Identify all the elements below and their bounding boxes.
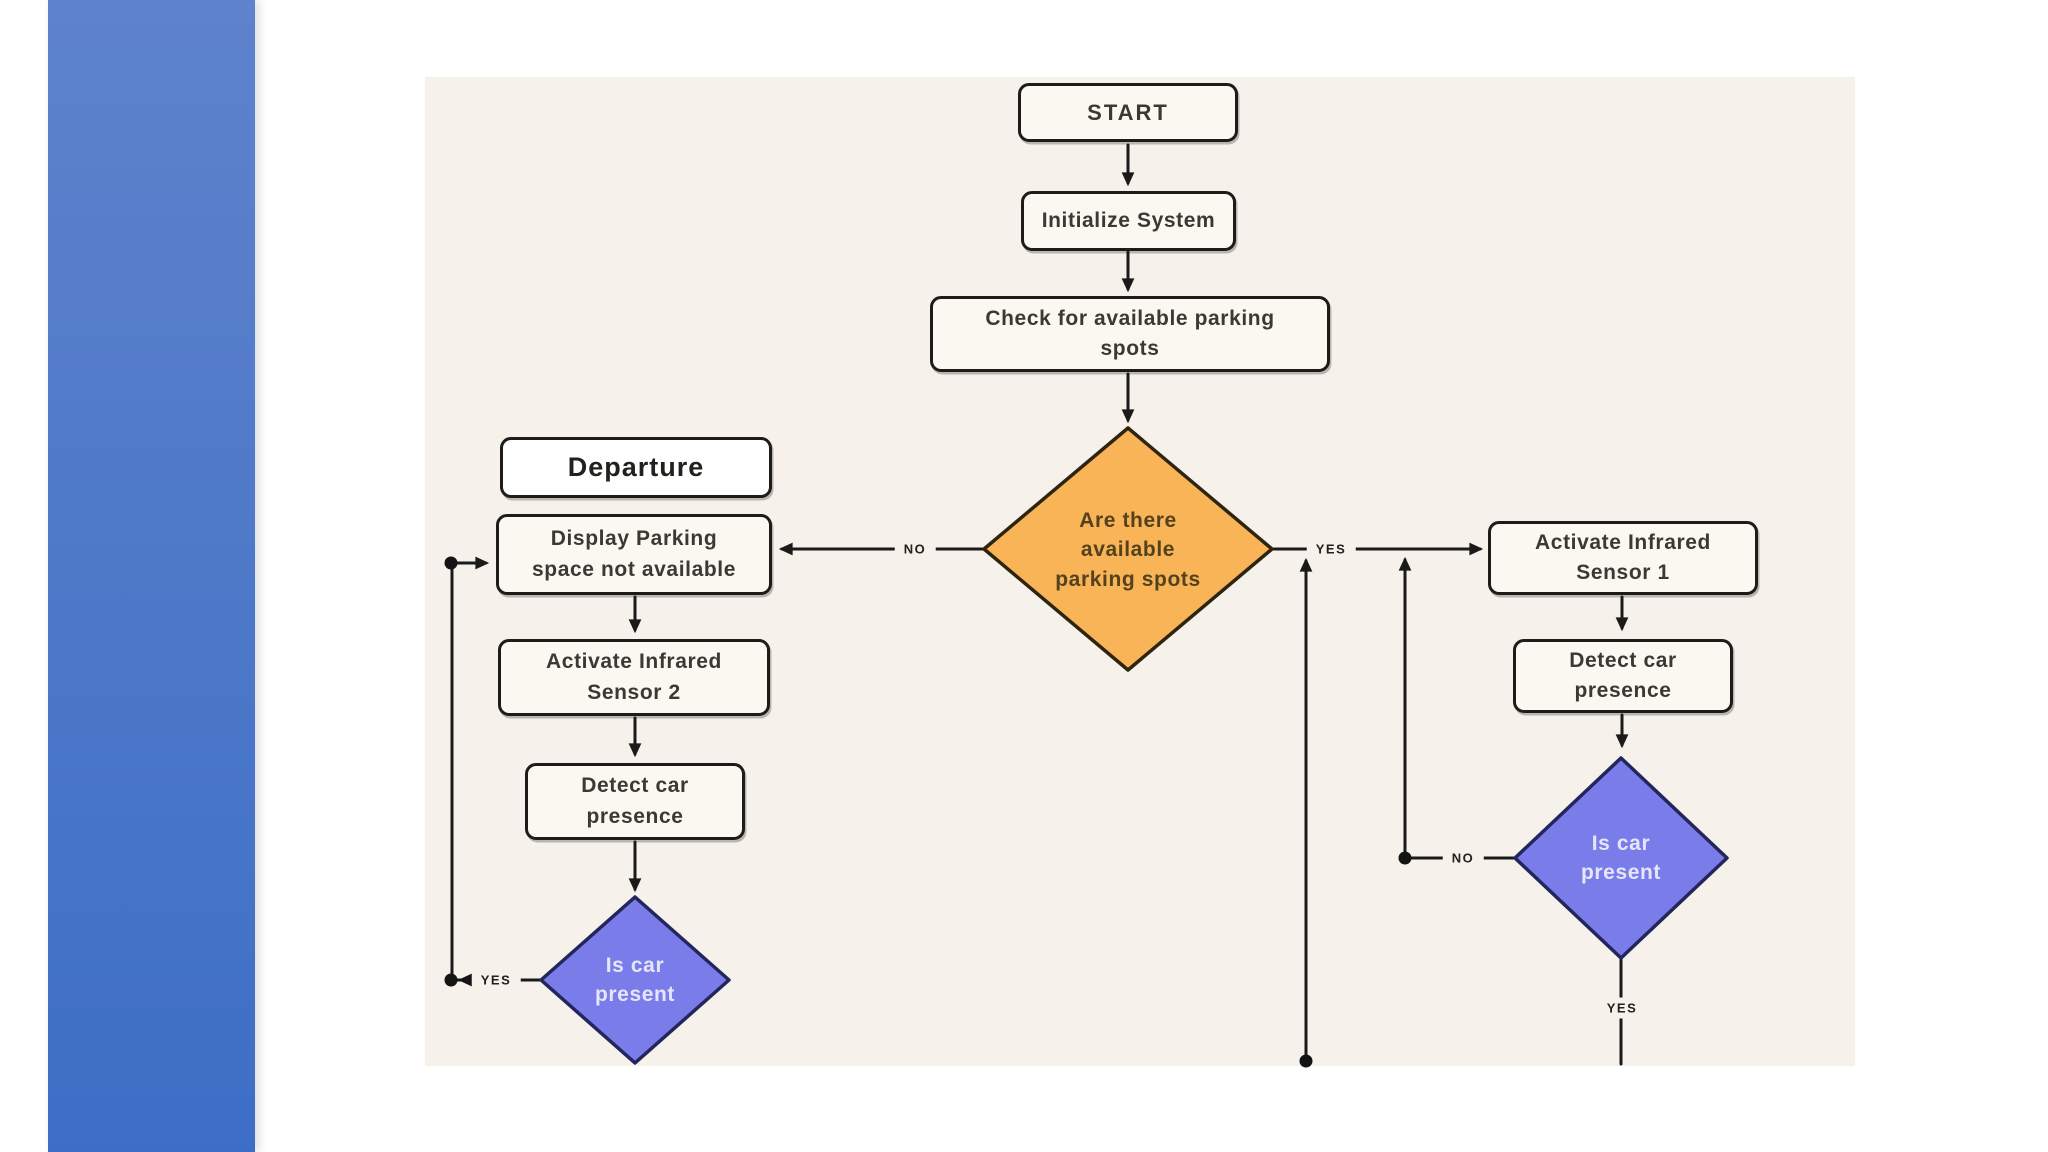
node-detect-car-presence-right[interactable]: Detect car presence: [1513, 639, 1733, 713]
node-display-space-not-available-label: Display Parking space not available: [532, 527, 736, 581]
node-display-space-not-available[interactable]: Display Parking space not available: [496, 514, 772, 595]
node-activate-sensor-2-label: Activate Infrared Sensor 2: [546, 650, 722, 704]
node-activate-sensor-2[interactable]: Activate Infrared Sensor 2: [498, 639, 770, 716]
node-activate-sensor-1-label: Activate Infrared Sensor 1: [1535, 530, 1711, 584]
node-departure-title-label: Departure: [567, 451, 705, 482]
node-start[interactable]: START: [1018, 83, 1238, 142]
edge-label-yes-left-loop: YES: [471, 969, 521, 991]
node-initialize-system-label: Initialize System: [1041, 208, 1216, 232]
node-detect-car-presence-left[interactable]: Detect car presence: [525, 763, 745, 840]
node-check-parking-spots[interactable]: Check for available parking spots: [930, 296, 1330, 372]
decision-available-spots-label: Are there available parking spots: [1055, 508, 1201, 591]
edge-label-yes-to-sensor1: YES: [1306, 538, 1356, 560]
node-start-label: START: [1087, 99, 1169, 125]
node-detect-car-presence-left-label: Detect car presence: [581, 774, 689, 828]
node-detect-car-presence-right-label: Detect car presence: [1569, 648, 1677, 702]
node-initialize-system[interactable]: Initialize System: [1021, 191, 1236, 251]
decision-is-car-present-left-label: Is car present: [594, 953, 676, 1006]
edge-label-no-to-display: NO: [894, 538, 936, 560]
node-check-parking-spots-label: Check for available parking spots: [985, 306, 1275, 360]
decision-is-car-present-right-label: Is car present: [1580, 831, 1662, 884]
node-activate-sensor-1[interactable]: Activate Infrared Sensor 1: [1488, 521, 1758, 595]
edge-label-yes-bottom: YES: [1597, 997, 1647, 1019]
edge-label-no-right-loop: NO: [1442, 847, 1484, 869]
blue-accent-bar: [48, 0, 255, 1152]
node-departure-title[interactable]: Departure: [500, 437, 772, 498]
